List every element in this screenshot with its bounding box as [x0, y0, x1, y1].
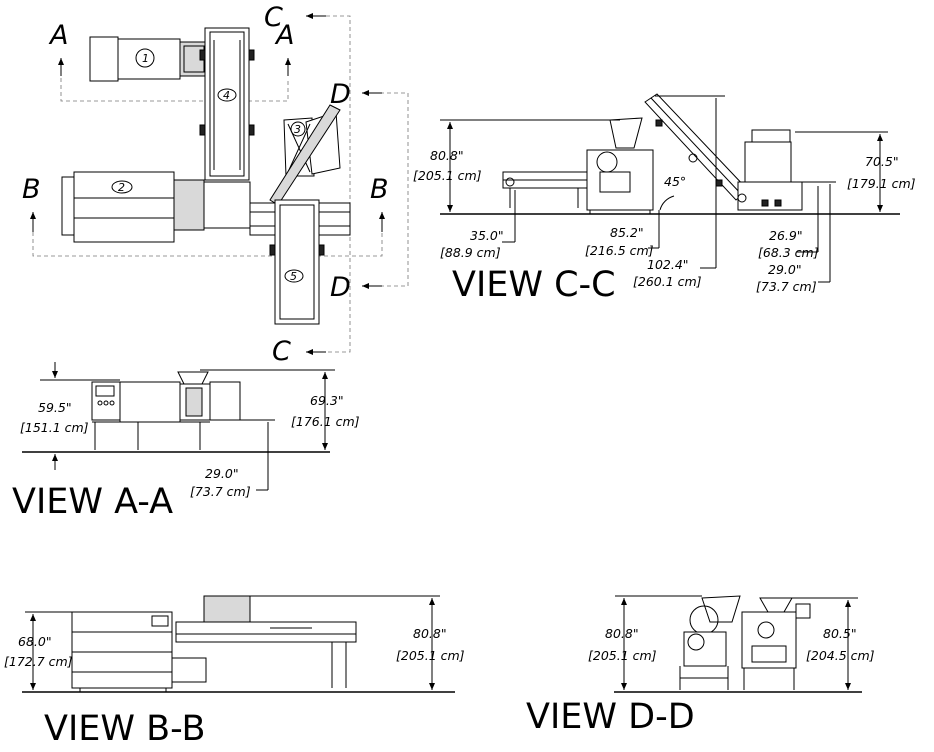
dimension-lines-cc	[440, 95, 888, 283]
view-cc-overall-height-cm: [205.1 cm]	[413, 168, 482, 183]
unit-4-conveyor: 4	[199, 27, 255, 181]
view-dd-left-height-cm: [205.1 cm]	[588, 648, 657, 663]
view-cc-height-35-in: 35.0"	[470, 228, 504, 243]
view-bb-title: VIEW B-B	[44, 709, 206, 749]
view-aa: 59.5" [151.1 cm] 69.3" [176.1 cm] 29.0" …	[12, 362, 360, 522]
view-aa-bottom-height-cm: [73.7 cm]	[190, 484, 251, 499]
view-bb-left-height-in: 68.0"	[18, 634, 52, 649]
view-aa-left-height-in: 59.5"	[38, 400, 72, 415]
view-dd-right-height-cm: [204.5 cm]	[806, 648, 875, 663]
section-marker-d-bottom: D	[330, 272, 351, 303]
view-cc-hopper-height-cm: [179.1 cm]	[847, 176, 916, 191]
view-bb-right-height-in: 80.8"	[413, 626, 447, 641]
section-cut-lines	[32, 15, 409, 353]
section-marker-a-left: A	[48, 20, 68, 51]
view-cc-height-29-in: 29.0"	[768, 262, 802, 277]
view-dd: 80.8" [205.1 cm] 80.5" [204.5 cm] VIEW D…	[526, 595, 875, 737]
view-bb-left-height-cm: [172.7 cm]	[4, 654, 73, 669]
view-cc-overall-height-in: 80.8"	[430, 148, 464, 163]
view-dd-left-height-in: 80.8"	[605, 626, 639, 641]
view-aa-left-height-cm: [151.1 cm]	[20, 420, 89, 435]
view-dd-title: VIEW D-D	[526, 697, 695, 737]
view-cc-height-26-cm: [68.3 cm]	[758, 245, 819, 260]
unit-2-machine: 2	[61, 171, 251, 243]
section-markers: A A B B C C D D	[22, 2, 389, 367]
view-aa-bottom-height-in: 29.0"	[205, 466, 239, 481]
callout-4: 4	[223, 89, 230, 102]
view-aa-right-height-in: 69.3"	[310, 393, 344, 408]
unit-3-machine: 3	[269, 104, 341, 206]
view-cc-length-85-in: 85.2"	[610, 225, 644, 240]
view-cc-hopper-height-in: 70.5"	[865, 154, 899, 169]
section-marker-b-left: B	[22, 174, 41, 205]
callout-5: 5	[290, 270, 297, 283]
unit-5-conveyor: 5	[269, 199, 325, 325]
callout-1: 1	[142, 52, 149, 65]
plan-view: 1 4 2	[22, 2, 409, 367]
view-cc-length-102-cm: [260.1 cm]	[633, 274, 702, 289]
view-cc-length-102-in: 102.4"	[647, 257, 689, 272]
view-aa-right-height-cm: [176.1 cm]	[291, 414, 360, 429]
view-bb-right-height-cm: [205.1 cm]	[396, 648, 465, 663]
section-marker-b-right: B	[370, 174, 389, 205]
view-cc-angle: 45°	[664, 174, 686, 189]
callout-3: 3	[294, 123, 301, 136]
view-cc-height-26-in: 26.9"	[769, 228, 803, 243]
dimension-lines-dd	[615, 595, 858, 690]
view-cc-length-85-cm: [216.5 cm]	[585, 243, 654, 258]
section-marker-c-top: C	[264, 2, 283, 33]
callout-2: 2	[118, 181, 125, 194]
view-bb: 68.0" [172.7 cm] 80.8" [205.1 cm] VIEW B…	[4, 595, 465, 749]
section-marker-c-bottom: C	[272, 336, 291, 367]
view-aa-title: VIEW A-A	[12, 482, 173, 522]
dimension-lines-bb	[25, 595, 440, 690]
dimension-lines-aa	[40, 362, 335, 491]
view-cc-title: VIEW C-C	[452, 265, 616, 305]
view-cc-height-35-cm: [88.9 cm]	[440, 245, 501, 260]
section-marker-d-top: D	[330, 79, 351, 110]
view-dd-right-height-in: 80.5"	[823, 626, 857, 641]
unit-1-machine: 1	[89, 36, 209, 82]
section-marker-a-right: A	[274, 20, 294, 51]
view-cc: 45° 80.8" [205	[413, 93, 916, 305]
view-cc-height-29-cm: [73.7 cm]	[756, 279, 817, 294]
